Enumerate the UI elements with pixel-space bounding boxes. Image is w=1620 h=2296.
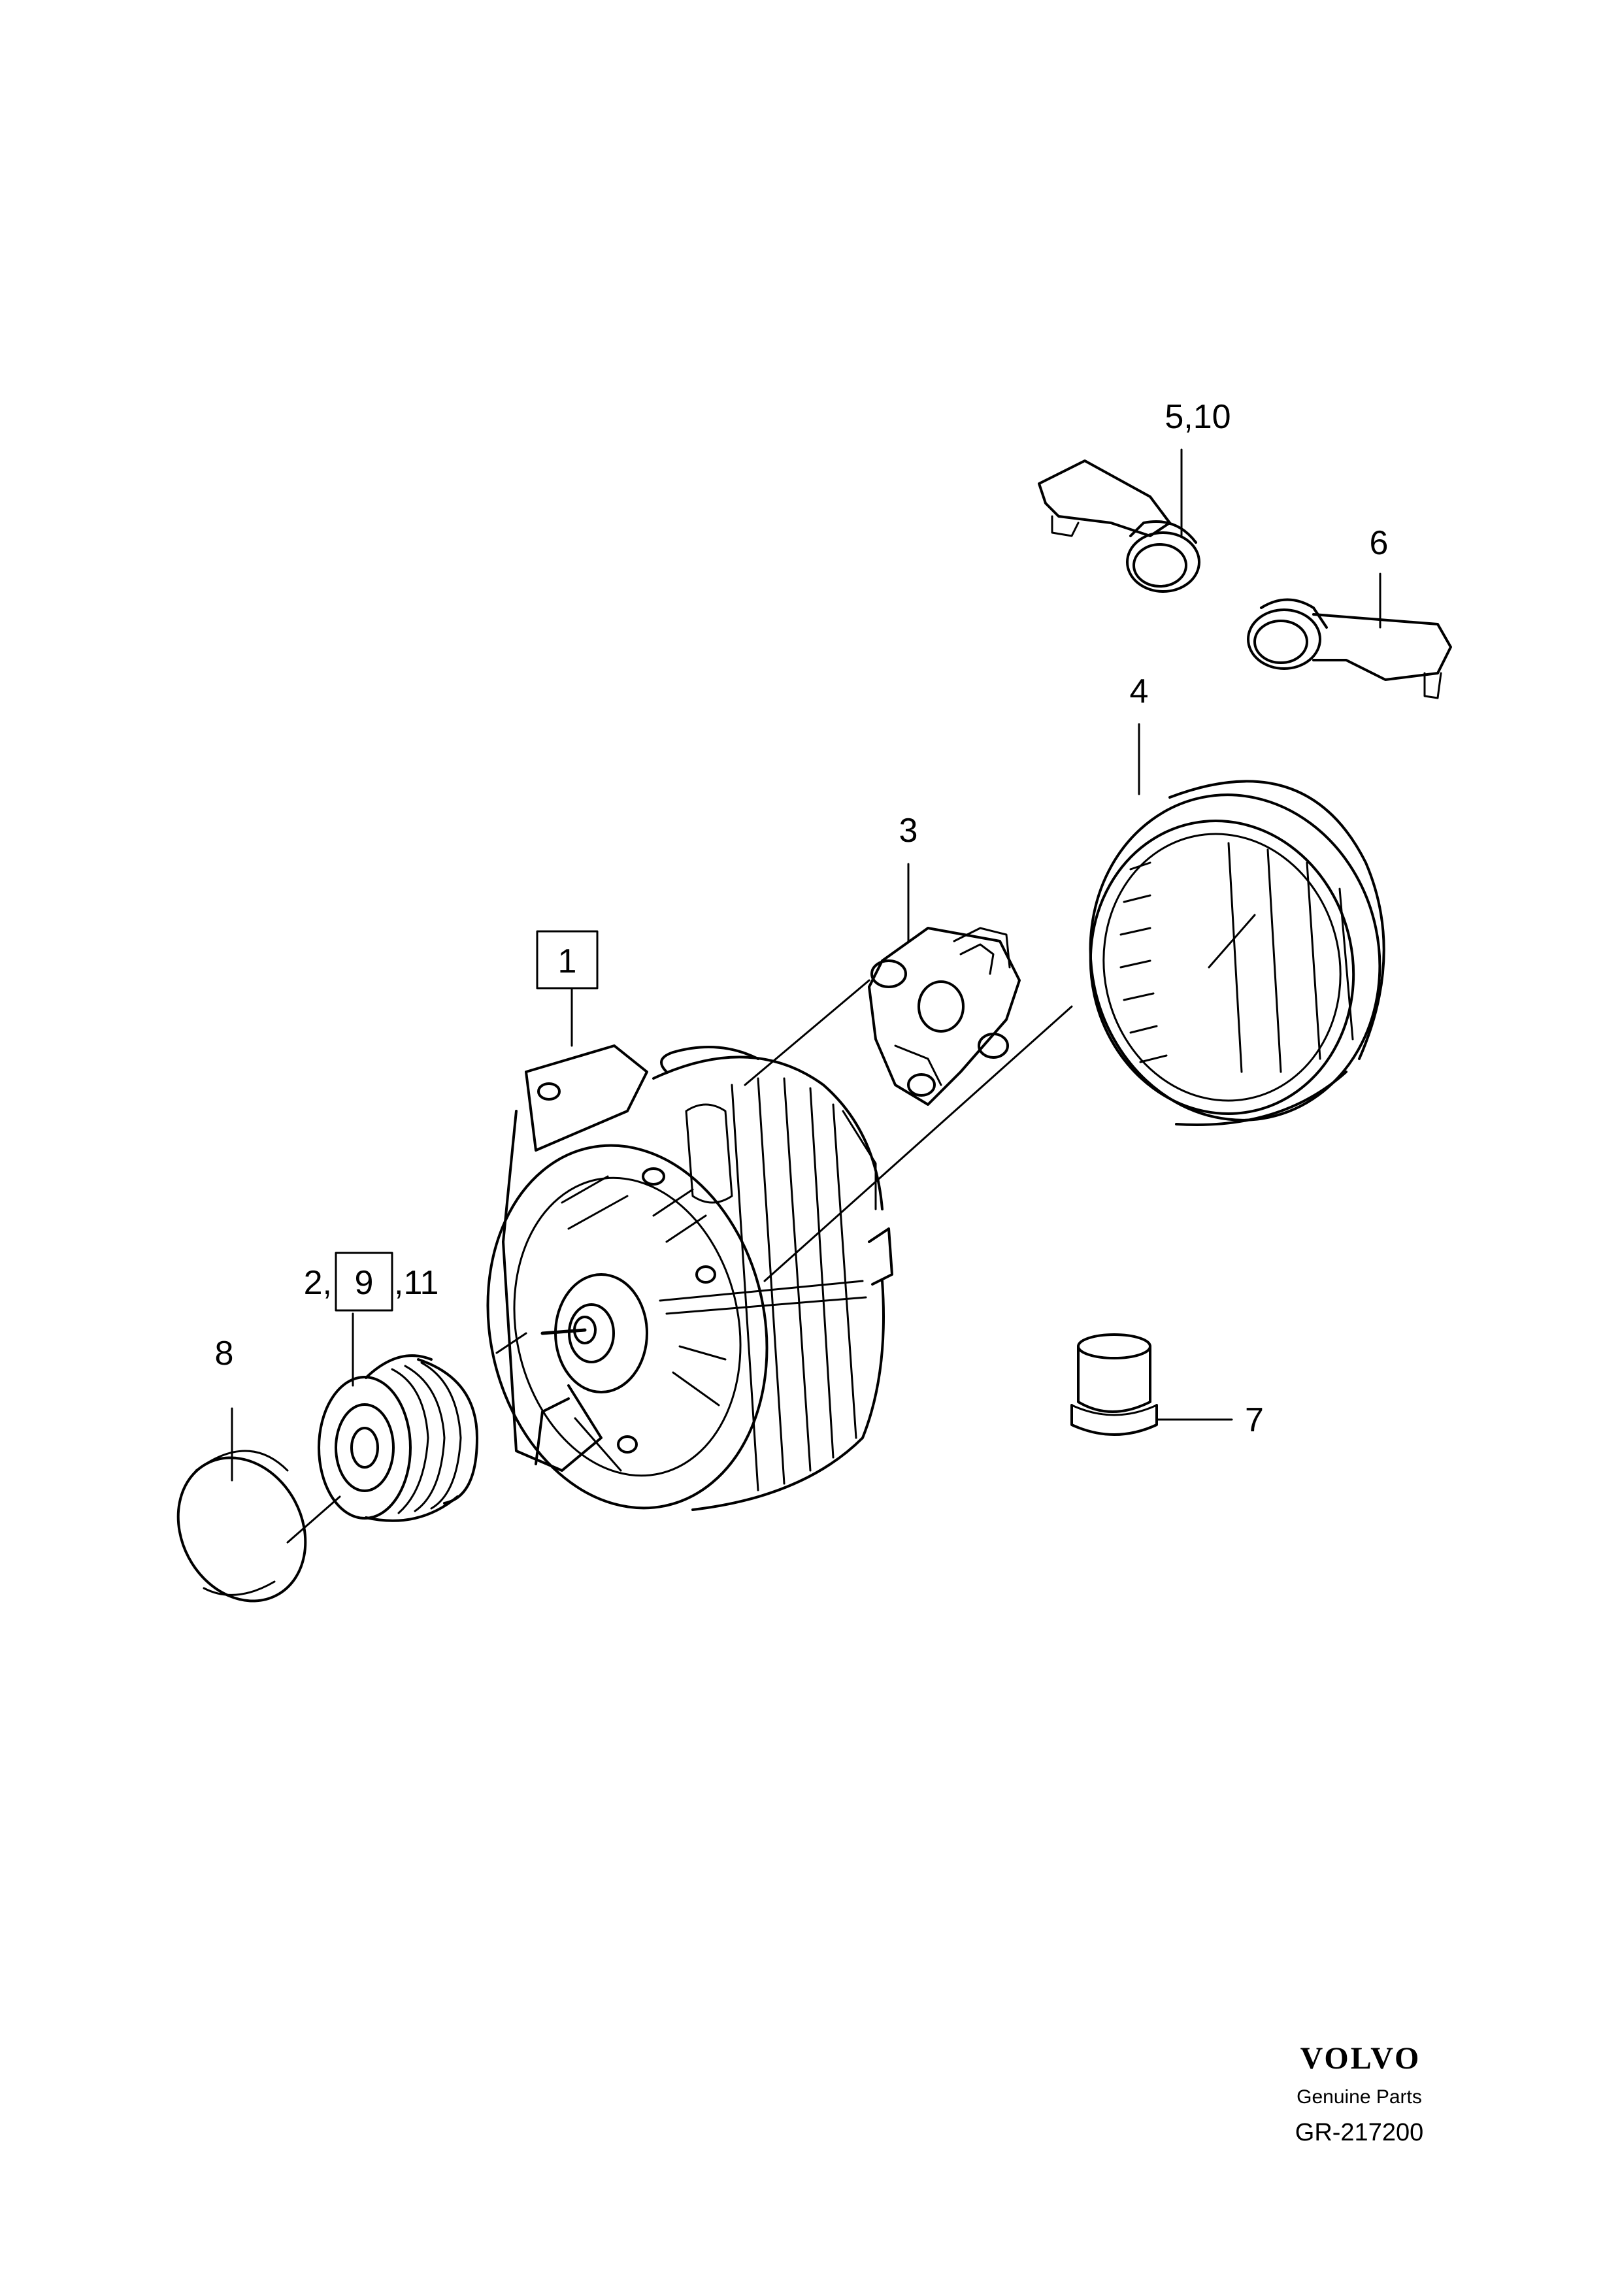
callout-1-box — [536, 930, 599, 990]
callout-7: 7 — [1245, 1401, 1264, 1439]
callout-9-box — [335, 1252, 393, 1312]
brand-logo: VOLVO — [1300, 2041, 1421, 2076]
leader-lines — [231, 448, 1381, 1544]
part-1-alternator — [486, 1044, 893, 1511]
callout-11: ,11 — [394, 1264, 438, 1302]
part-7-plug — [1070, 1333, 1158, 1436]
callout-4: 4 — [1130, 673, 1149, 710]
part-3-regulator — [868, 927, 1021, 1106]
part-8-cap — [176, 1450, 307, 1603]
callout-8: 8 — [215, 1335, 234, 1373]
part-6-sleeve-bracket — [1247, 598, 1452, 699]
diagram-code: GR-217200 — [1295, 2119, 1424, 2146]
callout-9: 9 — [355, 1264, 374, 1302]
part-5-10-bracket — [1038, 459, 1200, 593]
callout-5-10: 5,10 — [1165, 398, 1231, 436]
callout-2: 2, — [304, 1264, 332, 1302]
brand-tagline: Genuine Parts — [1297, 2086, 1422, 2108]
callout-6: 6 — [1370, 524, 1389, 562]
part-4-rear-cover — [1089, 780, 1385, 1126]
part-9-pulley — [318, 1354, 478, 1522]
callout-1: 1 — [558, 942, 577, 980]
callout-3: 3 — [899, 812, 918, 850]
